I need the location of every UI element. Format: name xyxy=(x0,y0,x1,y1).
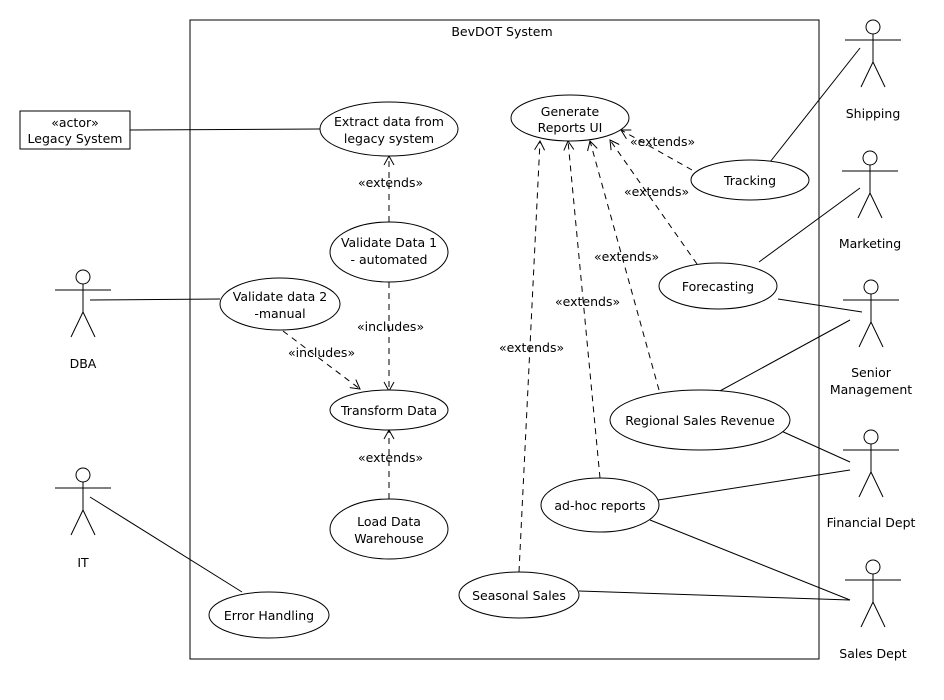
use-case-label: Forecasting xyxy=(682,279,754,294)
stick-figure-icon xyxy=(55,467,111,536)
system-title: BevDOT System xyxy=(451,24,552,39)
use-case-label: Extract data from xyxy=(334,114,444,129)
label-includes-validate2: «includes» xyxy=(288,345,355,360)
dep-adhoc-generate xyxy=(563,139,601,479)
actor-shipping[interactable]: Shipping xyxy=(845,19,901,121)
use-case-regional-sales-revenue[interactable]: Regional Sales Revenue xyxy=(609,389,791,451)
dep-seasonal-generate xyxy=(518,139,546,573)
label-extends-tracking: «extends» xyxy=(630,134,695,149)
actor-name: Senior xyxy=(851,365,892,380)
assoc-legacy-extract xyxy=(129,128,321,131)
use-case-validate-data-1[interactable]: Validate Data 1 - automated xyxy=(329,221,449,283)
use-case-label: Validate Data 1 xyxy=(341,235,437,250)
assoc-sales-adhoc xyxy=(649,519,851,601)
associations xyxy=(89,47,863,601)
dep-forecasting-generate xyxy=(609,139,698,265)
actor-name: Shipping xyxy=(846,106,901,121)
assoc-shipping-tracking xyxy=(769,47,861,163)
assoc-senior-forecasting xyxy=(777,298,863,313)
use-case-label: Error Handling xyxy=(224,608,314,623)
use-case-label: Regional Sales Revenue xyxy=(625,413,775,428)
label-extends-forecasting: «extends» xyxy=(624,184,689,199)
label-extends-load: «extends» xyxy=(358,450,423,465)
use-case-label: Generate xyxy=(541,104,600,119)
stick-figure-icon xyxy=(55,269,111,338)
stick-figure-icon xyxy=(843,279,899,348)
label-includes-validate1: «includes» xyxy=(357,319,424,334)
use-case-label: Validate data 2 xyxy=(233,289,327,304)
assoc-financial-regional xyxy=(778,429,851,463)
actor-name: Sales Dept xyxy=(839,646,906,661)
label-extends-seasonal: «extends» xyxy=(499,340,564,355)
use-case-extract-data[interactable]: Extract data from legacy system xyxy=(319,101,459,157)
assoc-marketing-forecasting xyxy=(758,187,861,263)
dep-tracking-generate xyxy=(620,129,693,171)
actors: ShippingMarketingSeniorManagementFinanci… xyxy=(55,19,916,661)
stick-figure-icon xyxy=(842,150,898,219)
use-case-label: Reports UI xyxy=(538,120,603,135)
label-extends-validate1: «extends» xyxy=(358,175,423,190)
use-case-forecasting[interactable]: Forecasting xyxy=(658,262,778,310)
use-case-label: Transform Data xyxy=(340,403,437,418)
stick-figure-icon xyxy=(843,429,899,498)
stick-figure-icon xyxy=(845,19,901,88)
use-case-load-data-warehouse[interactable]: Load Data Warehouse xyxy=(329,498,449,560)
actor-name: IT xyxy=(77,555,89,570)
assoc-sales-seasonal xyxy=(578,590,851,601)
actor-name: DBA xyxy=(70,356,97,371)
actor-name: Management xyxy=(830,382,912,397)
legacy-actor-stereotype: «actor» xyxy=(51,115,99,130)
use-case-label: -manual xyxy=(254,306,305,321)
assoc-financial-adhoc xyxy=(657,469,851,501)
legacy-actor-name: Legacy System xyxy=(28,131,123,146)
use-case-label: ad-hoc reports xyxy=(554,498,645,513)
use-case-tracking[interactable]: Tracking xyxy=(690,159,810,201)
use-case-transform-data[interactable]: Transform Data xyxy=(329,389,449,431)
use-case-label: - automated xyxy=(351,252,428,267)
actor-it[interactable]: IT xyxy=(55,467,111,570)
legacy-system-actor[interactable]: «actor» Legacy System xyxy=(19,110,131,150)
actor-financial-dept[interactable]: Financial Dept xyxy=(827,429,916,530)
dependencies xyxy=(282,129,698,573)
use-case-label: Load Data xyxy=(357,514,421,529)
dep-validate2-transform xyxy=(282,330,361,390)
use-case-ad-hoc-reports[interactable]: ad-hoc reports xyxy=(540,477,660,533)
assoc-it-error xyxy=(89,496,243,593)
actor-dba[interactable]: DBA xyxy=(55,269,111,371)
stick-figure-icon xyxy=(845,559,901,628)
actor-name: Financial Dept xyxy=(827,515,916,530)
use-case-error-handling[interactable]: Error Handling xyxy=(208,591,330,639)
actor-sales-dept[interactable]: Sales Dept xyxy=(839,559,907,661)
actor-marketing[interactable]: Marketing xyxy=(839,150,901,251)
label-extends-adhoc: «extends» xyxy=(555,294,620,309)
use-case-label: legacy system xyxy=(344,131,434,146)
assoc-dba-validate2 xyxy=(89,298,221,301)
assoc-senior-regional xyxy=(717,319,851,393)
use-case-label: Warehouse xyxy=(354,531,424,546)
use-case-seasonal-sales[interactable]: Seasonal Sales xyxy=(458,571,580,619)
use-case-validate-data-2[interactable]: Validate data 2 -manual xyxy=(219,277,341,331)
use-case-generate-reports-ui[interactable]: Generate Reports UI xyxy=(510,94,630,142)
use-case-label: Seasonal Sales xyxy=(472,588,566,603)
use-case-label: Tracking xyxy=(723,173,776,188)
actor-name: Marketing xyxy=(839,236,901,251)
label-extends-regional: «extends» xyxy=(594,249,659,264)
relationship-labels: «extends» «includes» «includes» «extends… xyxy=(288,134,695,465)
